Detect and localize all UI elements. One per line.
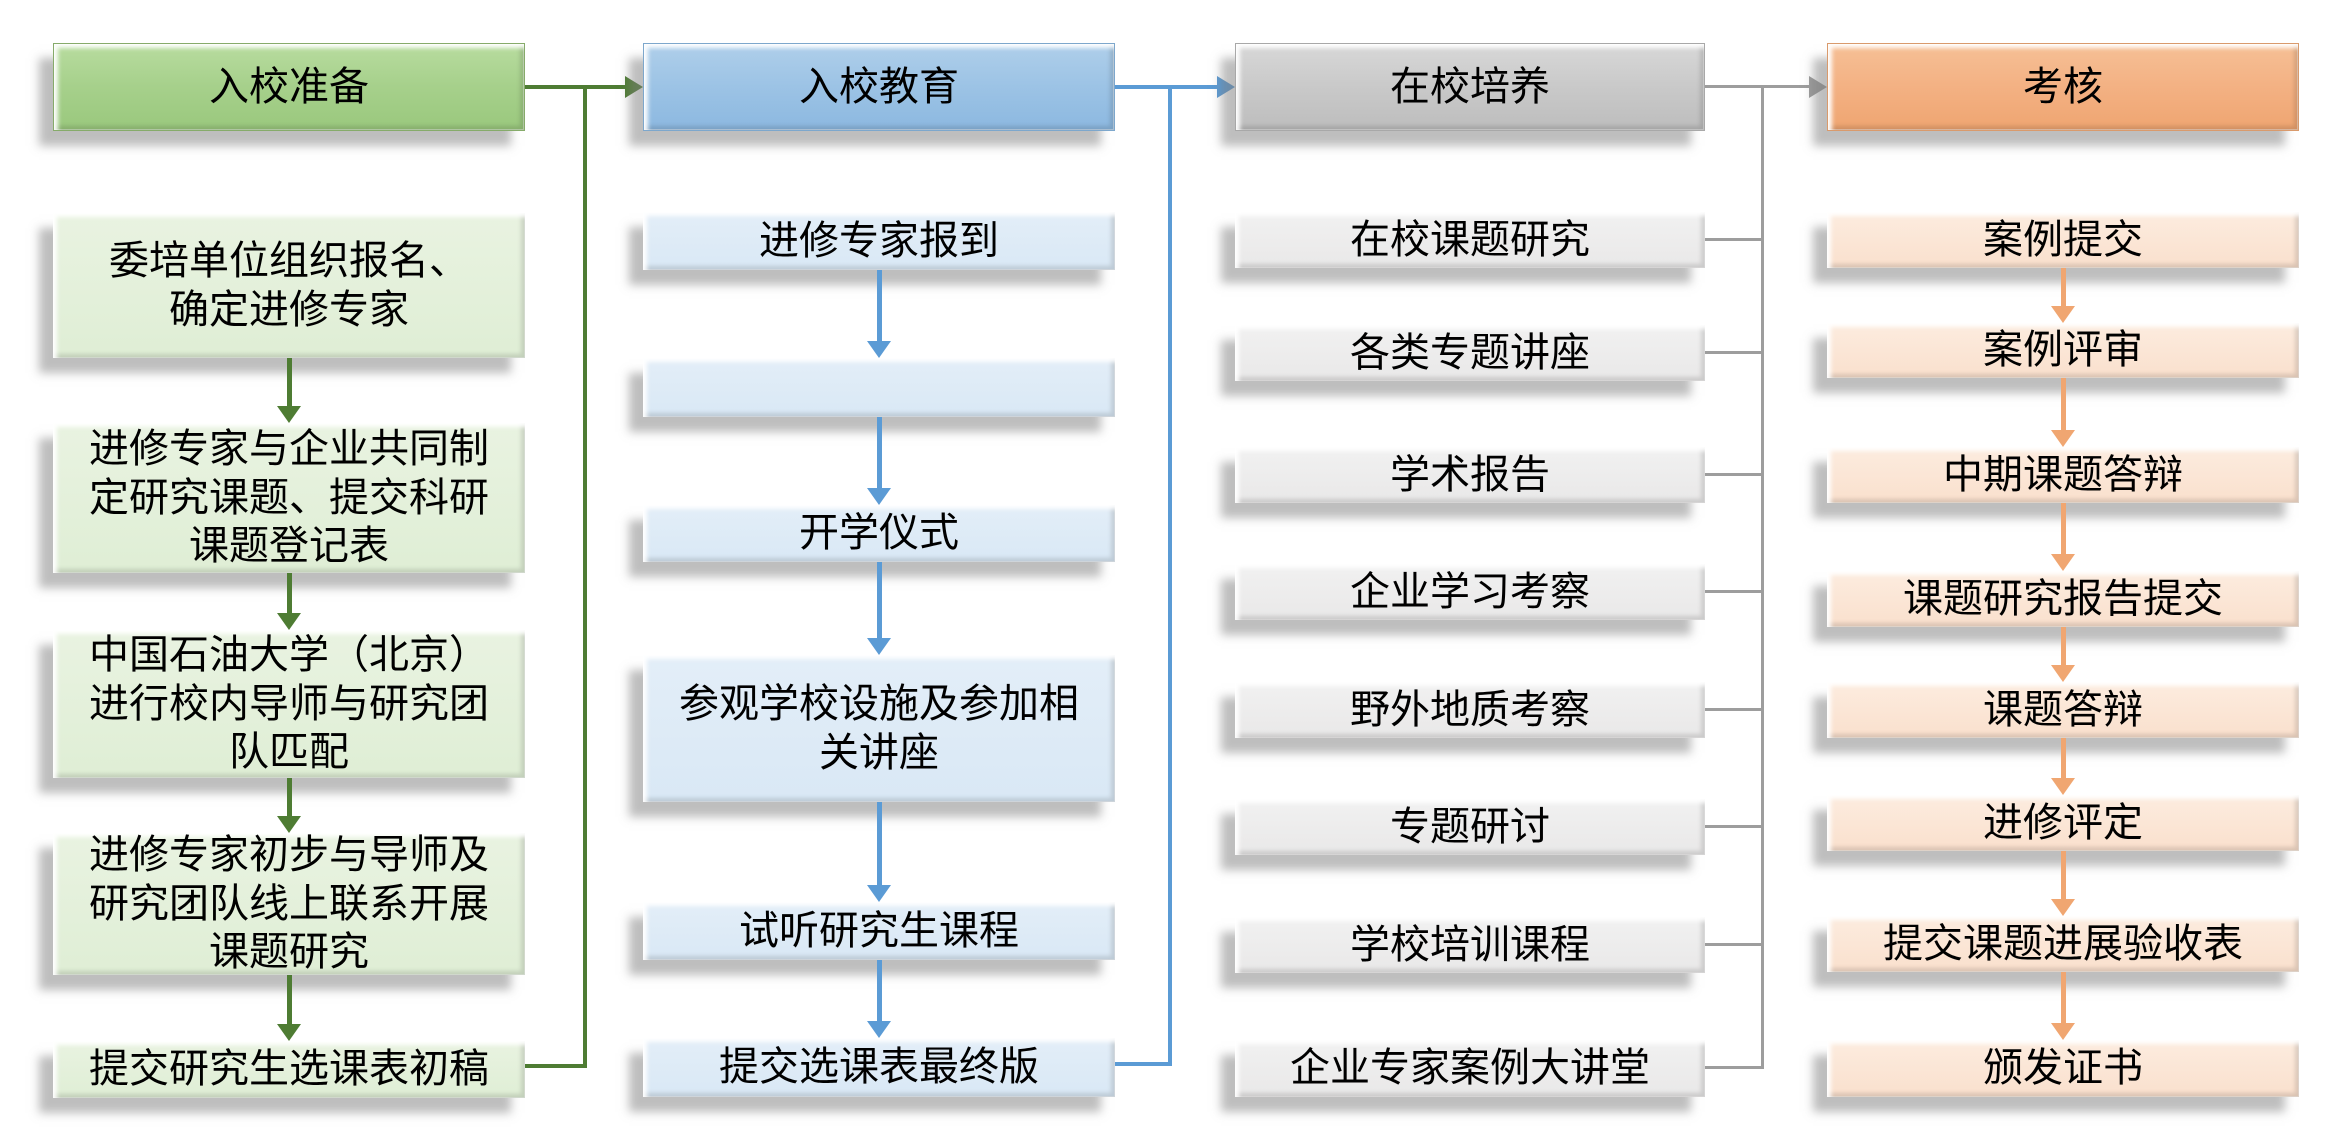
green-connector-bottom-hline	[525, 1064, 587, 1068]
assess-step-7: 提交课题进展验收表	[1827, 916, 2299, 972]
header-preparation: 入校准备	[53, 43, 525, 131]
gray-stub-1	[1705, 238, 1764, 241]
train-item-2: 各类专题讲座	[1235, 325, 1705, 381]
assess-step-6: 进修评定	[1827, 795, 2299, 851]
blue-connector-hline	[1115, 85, 1219, 89]
gray-connector-arrowhead	[1809, 76, 1827, 98]
green-connector-hline	[525, 85, 627, 89]
assess-step-5: 课题答辩	[1827, 682, 2299, 738]
header-education: 入校教育	[643, 43, 1115, 131]
edu-step-1: 进修专家报到	[643, 212, 1115, 270]
train-item-5: 野外地质考察	[1235, 682, 1705, 738]
gray-stub-4	[1705, 590, 1764, 593]
edu-step-5: 试听研究生课程	[643, 902, 1115, 960]
prep-step-5: 提交研究生选课表初稿	[53, 1041, 525, 1098]
train-item-7: 学校培训课程	[1235, 917, 1705, 973]
prep-step-4: 进修专家初步与导师及 研究团队线上联系开展 课题研究	[53, 833, 525, 975]
gray-stub-7	[1705, 943, 1764, 946]
gray-stub-5	[1705, 708, 1764, 711]
train-item-1: 在校课题研究	[1235, 212, 1705, 268]
prep-step-2: 进修专家与企业共同制 定研究课题、提交科研 课题登记表	[53, 423, 525, 573]
green-connector-vline	[583, 85, 587, 1068]
gray-stub-2	[1705, 351, 1764, 354]
edu-step-3: 开学仪式	[643, 505, 1115, 562]
train-item-3: 学术报告	[1235, 447, 1705, 503]
edu-step-4: 参观学校设施及参加相 关讲座	[643, 655, 1115, 802]
blue-connector-vline	[1168, 85, 1172, 1064]
train-item-4: 企业学习考察	[1235, 564, 1705, 620]
gray-connector-vline	[1761, 85, 1764, 1068]
gray-stub-8	[1705, 1066, 1764, 1069]
assess-step-3: 中期课题答辩	[1827, 447, 2299, 503]
gray-connector-hline	[1705, 85, 1811, 88]
edu-step-2-empty	[643, 358, 1115, 417]
assess-step-2: 案例评审	[1827, 323, 2299, 378]
header-assessment: 考核	[1827, 43, 2299, 131]
header-training: 在校培养	[1235, 43, 1705, 131]
assess-step-8: 颁发证书	[1827, 1040, 2299, 1097]
blue-connector-bottom-hline	[1115, 1062, 1172, 1066]
assess-step-1: 案例提交	[1827, 212, 2299, 268]
edu-step-6: 提交选课表最终版	[643, 1038, 1115, 1097]
gray-stub-3	[1705, 473, 1764, 476]
prep-step-1: 委培单位组织报名、 确定进修专家	[53, 213, 525, 358]
train-item-8: 企业专家案例大讲堂	[1235, 1040, 1705, 1097]
gray-stub-6	[1705, 825, 1764, 828]
train-item-6: 专题研讨	[1235, 799, 1705, 855]
prep-step-3: 中国石油大学（北京） 进行校内导师与研究团 队匹配	[53, 630, 525, 778]
assess-step-4: 课题研究报告提交	[1827, 571, 2299, 627]
green-connector-arrowhead	[625, 76, 643, 98]
blue-connector-arrowhead	[1217, 76, 1235, 98]
